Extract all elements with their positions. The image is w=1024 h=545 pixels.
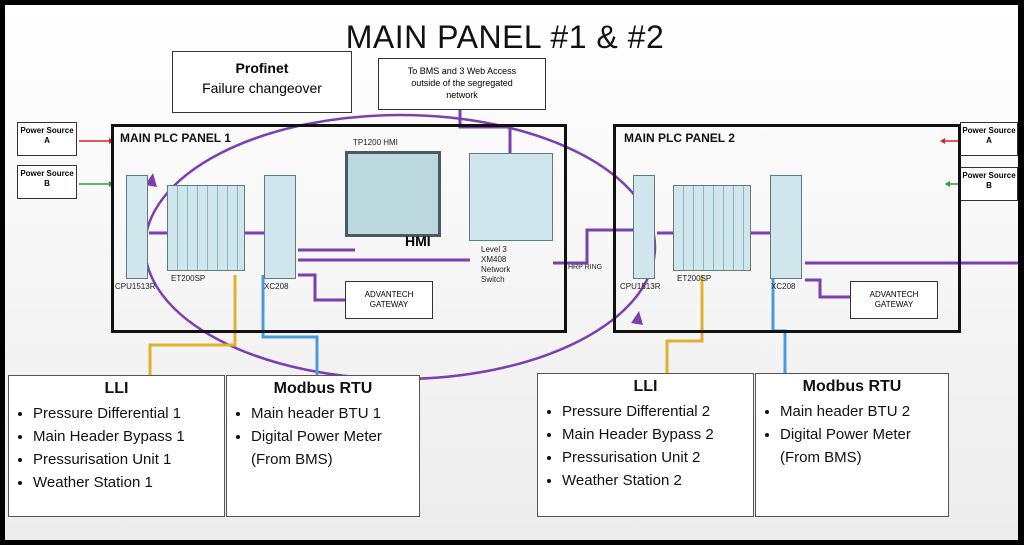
lli-item: Pressure Differential 2 [562, 400, 743, 423]
modbus-box-1: Modbus RTU Main header BTU 1 Digital Pow… [226, 375, 420, 517]
io-module-1 [167, 185, 245, 271]
power-a-arrowhead-2 [940, 138, 945, 144]
ring-arrow-right [631, 311, 643, 325]
io-label-2: ET200SP [677, 274, 712, 283]
gateway-2: ADVANTECH GATEWAY [850, 281, 938, 319]
modbus-list-1: Main header BTU 1 Digital Power Meter (F… [237, 402, 409, 471]
wire-hrp-ring [553, 228, 635, 265]
lli-item: Main Header Bypass 1 [33, 425, 214, 448]
xc-label-2: XC208 [771, 282, 796, 291]
wire-xc-gateway-1 [298, 273, 345, 302]
panel-1-title: MAIN PLC PANEL 1 [120, 131, 231, 145]
power-source-b-right: Power Source B [960, 167, 1018, 201]
xc-module-2 [770, 175, 802, 279]
modbus-title-2: Modbus RTU [802, 378, 902, 395]
wire-xc-gateway-2 [805, 278, 850, 299]
cpu-module-1 [126, 175, 148, 279]
lli-box-2: LLI Pressure Differential 2 Main Header … [537, 373, 754, 517]
modbus-list-2: Main header BTU 2 Digital Power Meter (F… [766, 400, 938, 469]
bms-note-box: To BMS and 3 Web Access outside of the s… [378, 58, 546, 110]
power-source-b-left: Power Source B [17, 165, 77, 199]
diagram-canvas: MAIN PANEL #1 & #2 Profinet Failure chan… [5, 5, 1018, 540]
power-source-a-left: Power Source A [17, 122, 77, 156]
main-plc-panel-2: MAIN PLC PANEL 2 [613, 124, 961, 333]
lli-list-2: Pressure Differential 2 Main Header Bypa… [548, 400, 743, 492]
modbus-item: Main header BTU 2 [780, 400, 938, 423]
lli-item: Pressurisation Unit 2 [562, 446, 743, 469]
modbus-item: Main header BTU 1 [251, 402, 409, 425]
page-title: MAIN PANEL #1 & #2 [345, 19, 665, 55]
profinet-box: Profinet Failure changeover [172, 51, 352, 113]
cpu-label-2: CPU1513R [620, 282, 661, 291]
profinet-heading: Profinet [235, 60, 289, 76]
wire-bms [458, 107, 512, 157]
network-switch [469, 153, 553, 241]
lli-title-1: LLI [104, 380, 129, 397]
lli-list-1: Pressure Differential 1 Main Header Bypa… [19, 402, 214, 494]
io-module-2 [673, 185, 751, 271]
profinet-subtitle: Failure changeover [202, 80, 322, 96]
xc-module-1 [264, 175, 296, 279]
panel-2-title: MAIN PLC PANEL 2 [624, 131, 735, 145]
io-label-1: ET200SP [171, 274, 206, 283]
xc-label-1: XC208 [264, 282, 289, 291]
lli-box-1: LLI Pressure Differential 1 Main Header … [8, 375, 225, 517]
modbus-item: Digital Power Meter (From BMS) [780, 423, 938, 469]
cpu-label-1: CPU1513R [115, 282, 156, 291]
lli-line-2 [665, 275, 704, 375]
lli-item: Weather Station 2 [562, 469, 743, 492]
ring-arrow-left [145, 173, 157, 187]
gateway-1: ADVANTECH GATEWAY [345, 281, 433, 319]
modbus-box-2: Modbus RTU Main header BTU 2 Digital Pow… [755, 373, 949, 517]
hmi-label: HMI [405, 233, 431, 249]
lli-item: Pressurisation Unit 1 [33, 448, 214, 471]
lli-line-1 [148, 275, 237, 377]
lli-item: Weather Station 1 [33, 471, 214, 494]
hmi-model-label: TP1200 HMI [353, 138, 398, 147]
switch-label: Level 3 XM408 Network Switch [481, 245, 511, 284]
modbus-line-1 [261, 275, 319, 377]
cpu-module-2 [633, 175, 655, 279]
lli-item: Pressure Differential 1 [33, 402, 214, 425]
modbus-item: Digital Power Meter (From BMS) [251, 425, 409, 471]
main-plc-panel-1: MAIN PLC PANEL 1 [111, 124, 567, 333]
lli-item: Main Header Bypass 2 [562, 423, 743, 446]
hmi-screen [345, 151, 441, 237]
modbus-title-1: Modbus RTU [273, 380, 373, 397]
lli-title-2: LLI [633, 378, 658, 395]
power-source-a-right: Power Source A [960, 122, 1018, 156]
hrp-ring-label: HRP RING [568, 264, 603, 271]
power-b-arrowhead-2 [945, 181, 950, 187]
